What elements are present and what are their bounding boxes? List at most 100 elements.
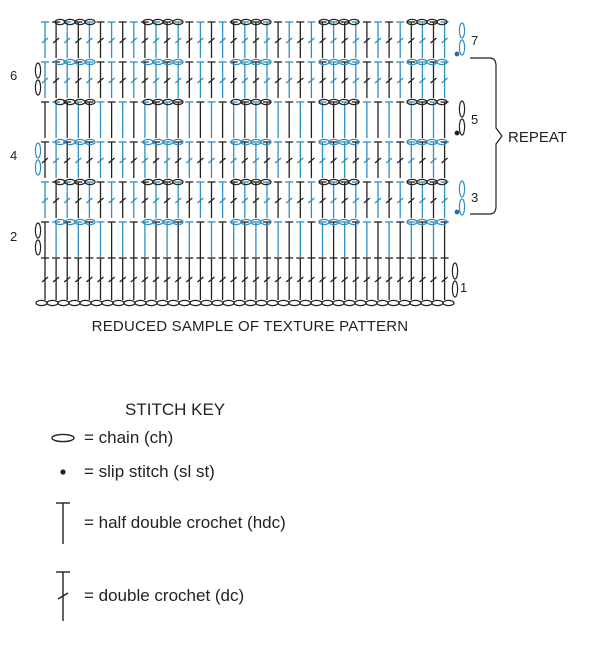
dc-stitch-bar — [285, 77, 293, 84]
dc-stitch-bar — [152, 197, 160, 204]
dc-stitch-bar — [407, 276, 415, 283]
chain-stitch — [233, 299, 246, 307]
chain-stitch — [112, 299, 125, 307]
dc-stitch-bar — [418, 37, 426, 44]
dc-stitch-bar — [341, 276, 349, 283]
dc-stitch-bar — [208, 77, 215, 84]
dc-stitch-bar — [319, 197, 326, 204]
dc-stitch-bar — [319, 157, 326, 164]
key-item-label: = half double crochet (hdc) — [84, 513, 286, 532]
dc-stitch-bar — [385, 37, 393, 44]
dc-stitch-bar — [130, 197, 138, 204]
dc-stitch-bar — [430, 37, 437, 44]
dc-stitch-bar — [230, 37, 238, 44]
dc-stitch-bar — [274, 276, 282, 283]
dc-stitch-bar — [407, 37, 415, 44]
dc-stitch-bar — [296, 37, 304, 44]
row-number-3: 3 — [471, 190, 478, 205]
chain-stitch — [244, 299, 257, 307]
chain-stitch — [101, 299, 114, 307]
dc-stitch-bar — [141, 276, 149, 283]
dc-stitch-bar — [185, 157, 193, 164]
dc-stitch-bar — [363, 276, 371, 283]
dc-stitch-bar — [418, 197, 426, 204]
dc-stitch-bar — [185, 197, 193, 204]
chain-stitch — [222, 299, 235, 307]
dc-stitch-bar — [119, 276, 127, 283]
dc-stitch-bar — [263, 197, 271, 204]
dc-stitch-bar — [385, 197, 393, 204]
row-number-7: 7 — [471, 33, 478, 48]
dc-stitch-bar — [208, 197, 215, 204]
dc-stitch-bar — [174, 157, 182, 164]
dc-stitch-bar — [219, 157, 227, 164]
turning-chain — [451, 262, 459, 280]
dc-stitch-bar — [341, 157, 349, 164]
turning-chain — [451, 280, 459, 298]
chain-stitch — [90, 299, 103, 307]
turning-chain — [34, 62, 42, 79]
chain-stitch — [260, 178, 272, 186]
dc-stitch-bar — [196, 157, 204, 164]
chain-stitch — [178, 299, 191, 307]
dc-stitch-bar — [130, 77, 138, 84]
dc-stitch-bar — [330, 276, 338, 283]
chain-stitch — [172, 178, 184, 186]
dc-stitch-bar — [97, 197, 104, 204]
dc-stitch-bar — [285, 197, 293, 204]
dc-stitch-bar — [263, 77, 271, 84]
turning-chain — [34, 79, 42, 96]
dc-stitch-bar — [152, 276, 160, 283]
dc-stitch-bar — [185, 37, 193, 44]
stitch-grid — [34, 18, 466, 307]
dc-stitch-bar — [74, 37, 82, 44]
dc-stitch-bar — [407, 77, 415, 84]
dc-stitch-bar — [174, 276, 182, 283]
dc-stitch-bar — [63, 276, 71, 283]
dc-stitch-bar — [241, 197, 249, 204]
crochet-chart: REPEAT 6 4 2 7 5 3 1 — [10, 18, 567, 307]
key-item-slip-stitch: = slip stitch (sl st) — [42, 458, 215, 486]
turning-chain — [458, 39, 466, 56]
chain-stitch — [348, 98, 360, 106]
dc-stitch-bar — [97, 37, 104, 44]
chain-stitch — [436, 58, 448, 66]
dc-stitch-bar — [252, 276, 260, 283]
chain-stitch — [436, 178, 448, 186]
dc-stitch-bar — [274, 77, 282, 84]
slip-stitch-dot — [454, 130, 460, 136]
dc-stitch-bar — [196, 276, 204, 283]
chain-stitch — [442, 299, 455, 307]
slip-stitch-icon — [42, 466, 84, 478]
dc-stitch-bar — [352, 157, 360, 164]
chain-icon — [42, 432, 84, 444]
chain-stitch — [84, 218, 96, 226]
dc-stitch-bar — [108, 276, 116, 283]
dc-stitch-bar — [74, 157, 82, 164]
chain-stitch — [387, 299, 400, 307]
chain-stitch — [277, 299, 290, 307]
chart-caption: REDUCED SAMPLE OF TEXTURE PATTERN — [91, 318, 409, 335]
dc-stitch-bar — [385, 77, 393, 84]
dc-stitch-bar — [385, 157, 393, 164]
chain-stitch — [172, 218, 184, 226]
dc-stitch-bar — [374, 276, 382, 283]
dc-stitch-bar — [52, 37, 60, 44]
dc-stitch-bar — [196, 77, 204, 84]
dc-stitch-bar — [152, 77, 160, 84]
dc-stitch-bar — [108, 37, 116, 44]
dc-stitch-bar — [285, 276, 293, 283]
dc-stitch-bar — [174, 77, 182, 84]
chain-stitch — [172, 138, 184, 146]
dc-stitch-bar — [108, 77, 116, 84]
dc-stitch-bar — [418, 276, 426, 283]
dc-stitch-bar — [296, 157, 304, 164]
dc-stitch-bar — [396, 197, 404, 204]
dc-stitch-bar — [85, 197, 93, 204]
chain-stitch — [200, 299, 213, 307]
chain-stitch — [436, 138, 448, 146]
dc-stitch-bar — [352, 276, 360, 283]
chain-stitch — [288, 299, 301, 307]
dc-stitch-bar — [163, 197, 171, 204]
chain-stitch — [172, 58, 184, 66]
